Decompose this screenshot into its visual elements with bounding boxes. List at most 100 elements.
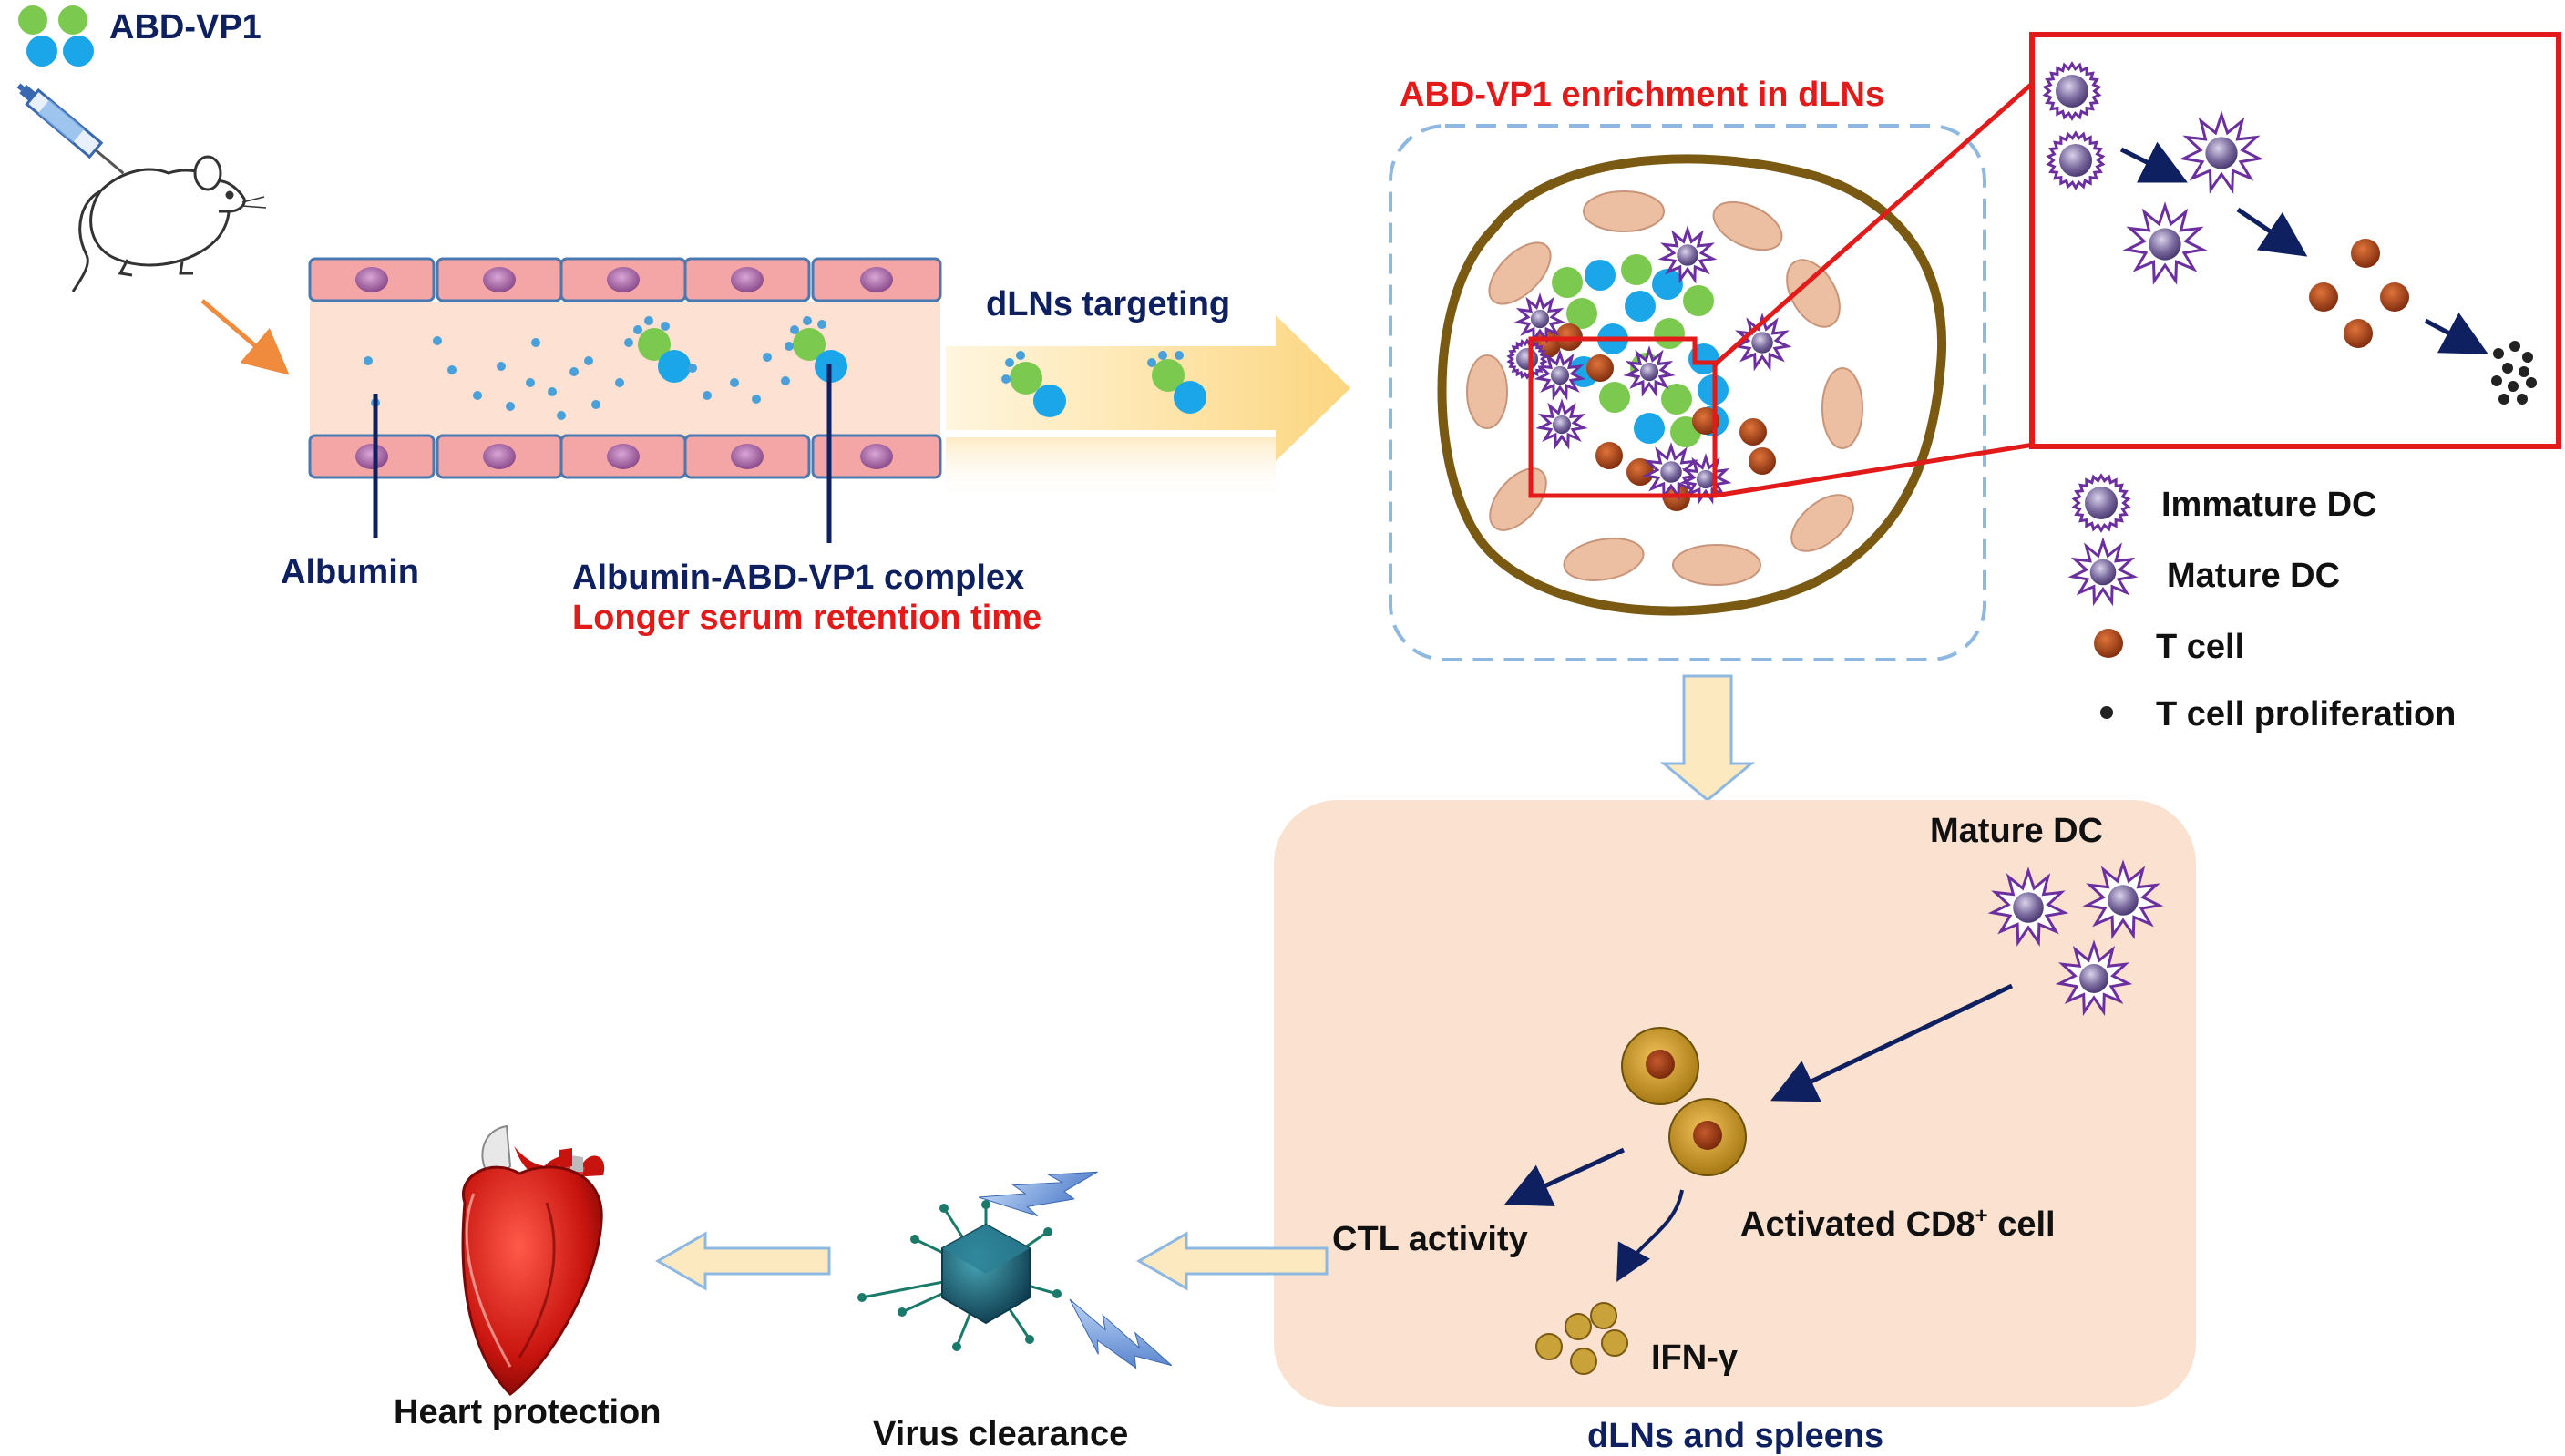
lightning-icon bbox=[978, 1171, 1098, 1217]
immature-dc bbox=[2042, 61, 2102, 121]
targeting-complex-1 bbox=[1001, 351, 1066, 417]
vessel-cell-nucleus bbox=[355, 444, 388, 469]
lightning-icons bbox=[978, 1171, 1173, 1369]
ifn-gamma-label: IFN-γ bbox=[1651, 1338, 1738, 1377]
abd-vp1-label: ABD-VP1 bbox=[109, 8, 262, 46]
immature-dc bbox=[1506, 338, 1548, 380]
virus-clearance-label: Virus clearance bbox=[873, 1415, 1128, 1453]
cd8-to-ctl-arrow bbox=[1503, 1147, 1626, 1207]
dlns-spleens-label: dLNs and spleens bbox=[1587, 1417, 1883, 1455]
albumin-dot bbox=[473, 391, 482, 400]
proliferated-t-cell bbox=[2491, 375, 2502, 386]
abd-green bbox=[1621, 254, 1652, 285]
ctl-to-virus-arrow bbox=[1135, 1231, 1329, 1291]
abd-green bbox=[1552, 267, 1583, 298]
albumin-dot bbox=[569, 367, 579, 376]
vessel-cell-nucleus bbox=[483, 267, 516, 292]
zoom-panel bbox=[2029, 32, 2561, 449]
mature-dc bbox=[2082, 859, 2164, 940]
down-arrow bbox=[1659, 674, 1756, 802]
vessel-cell-nucleus bbox=[483, 444, 516, 469]
abd-green bbox=[1683, 285, 1714, 316]
ifn-dot bbox=[1590, 1302, 1617, 1329]
zoom-line-bottom bbox=[1714, 442, 2035, 498]
albumin-dot bbox=[763, 353, 772, 362]
albumin-dot bbox=[584, 356, 593, 365]
mature-dc bbox=[2067, 537, 2139, 607]
heart-icon bbox=[461, 1124, 605, 1396]
albumin-abd-complex-1 bbox=[624, 316, 697, 383]
albumin-dot bbox=[591, 400, 600, 409]
mouse-icon bbox=[71, 155, 267, 292]
ifn-dot bbox=[1535, 1333, 1563, 1360]
albumin-dot bbox=[548, 387, 557, 396]
immature-dc bbox=[2046, 130, 2106, 190]
lymph-node-dashed-box bbox=[1389, 124, 1986, 661]
zoom-line-top bbox=[1713, 82, 2034, 366]
abd-blue bbox=[1634, 413, 1665, 444]
stroma-ellipse bbox=[1790, 494, 1854, 552]
vessel-cell-nucleus bbox=[355, 267, 388, 292]
vessel-cell-nucleus bbox=[731, 444, 764, 469]
complex-label: Albumin-ABD-VP1 complex bbox=[572, 559, 1024, 597]
mature-dc bbox=[2179, 110, 2264, 194]
virus-icon bbox=[857, 1200, 1062, 1351]
t-cell bbox=[1739, 418, 1767, 446]
abd-green bbox=[1566, 298, 1597, 329]
abd-green bbox=[1599, 382, 1630, 413]
zoom-panel-cells bbox=[2042, 61, 2537, 405]
legend-icons bbox=[2067, 473, 2139, 719]
proliferated-t-cell bbox=[2493, 348, 2504, 359]
abd-blue bbox=[1585, 260, 1616, 291]
virus-to-heart-arrow bbox=[654, 1231, 831, 1291]
albumin-dot bbox=[703, 391, 712, 400]
stroma-ellipse bbox=[1672, 544, 1761, 586]
heart-protection-label: Heart protection bbox=[394, 1393, 661, 1431]
t-cell bbox=[1595, 442, 1623, 469]
vessel-cell-nucleus bbox=[607, 267, 640, 292]
albumin-dot bbox=[433, 336, 442, 345]
t-cell bbox=[2309, 282, 2338, 312]
immature-dc bbox=[2071, 473, 2131, 533]
cd8-cell-1 bbox=[1621, 1027, 1699, 1105]
proliferated-t-cell bbox=[2526, 377, 2537, 388]
blood-vessel bbox=[308, 257, 942, 479]
mature-dc bbox=[1657, 225, 1718, 284]
abd-vp1-particle-icon bbox=[18, 5, 94, 67]
zoom-arrow bbox=[2236, 207, 2308, 257]
stroma-ellipse bbox=[1583, 190, 1665, 232]
t-cell bbox=[1749, 447, 1776, 475]
proliferation-dot bbox=[2100, 706, 2113, 719]
stroma-ellipse bbox=[1563, 538, 1645, 581]
ifn-dot bbox=[1570, 1348, 1597, 1375]
albumin-dot bbox=[506, 402, 515, 411]
albumin-dot bbox=[364, 356, 373, 365]
ifn-dot bbox=[1601, 1329, 1628, 1357]
legend-immature-dc: Immature DC bbox=[2161, 486, 2377, 524]
albumin-dot bbox=[531, 338, 540, 347]
zoom-arrow bbox=[2119, 141, 2188, 183]
proliferated-t-cell bbox=[2502, 363, 2513, 374]
lymph-node bbox=[1437, 82, 2035, 616]
vessel-cell-nucleus bbox=[860, 444, 893, 469]
enrichment-label: ABD-VP1 enrichment in dLNs bbox=[1400, 76, 1884, 114]
stroma-ellipse bbox=[1488, 241, 1552, 305]
vessel-cell-nucleus bbox=[607, 444, 640, 469]
legend-t-cell: T cell bbox=[2156, 628, 2244, 666]
abd-blue bbox=[1652, 269, 1683, 300]
vessel-cell-nucleus bbox=[731, 267, 764, 292]
stroma-ellipse bbox=[1466, 354, 1508, 429]
proliferated-t-cell bbox=[2509, 341, 2520, 352]
activated-cd8-label: Activated CD8+ cell bbox=[1740, 1204, 2056, 1244]
vessel-cell-nucleus bbox=[860, 267, 893, 292]
lymph-node-cell-cluster bbox=[1506, 225, 1792, 511]
albumin-dot bbox=[557, 411, 566, 420]
ifn-gamma-dots bbox=[1535, 1302, 1628, 1375]
albumin-dot bbox=[447, 365, 457, 374]
dlns-targeting-label: dLNs targeting bbox=[986, 285, 1230, 323]
t-cell bbox=[2094, 629, 2123, 658]
longer-retention-label: Longer serum retention time bbox=[572, 599, 1041, 637]
dc-to-cd8-arrow bbox=[1770, 983, 2014, 1102]
albumin-dot bbox=[781, 376, 790, 385]
